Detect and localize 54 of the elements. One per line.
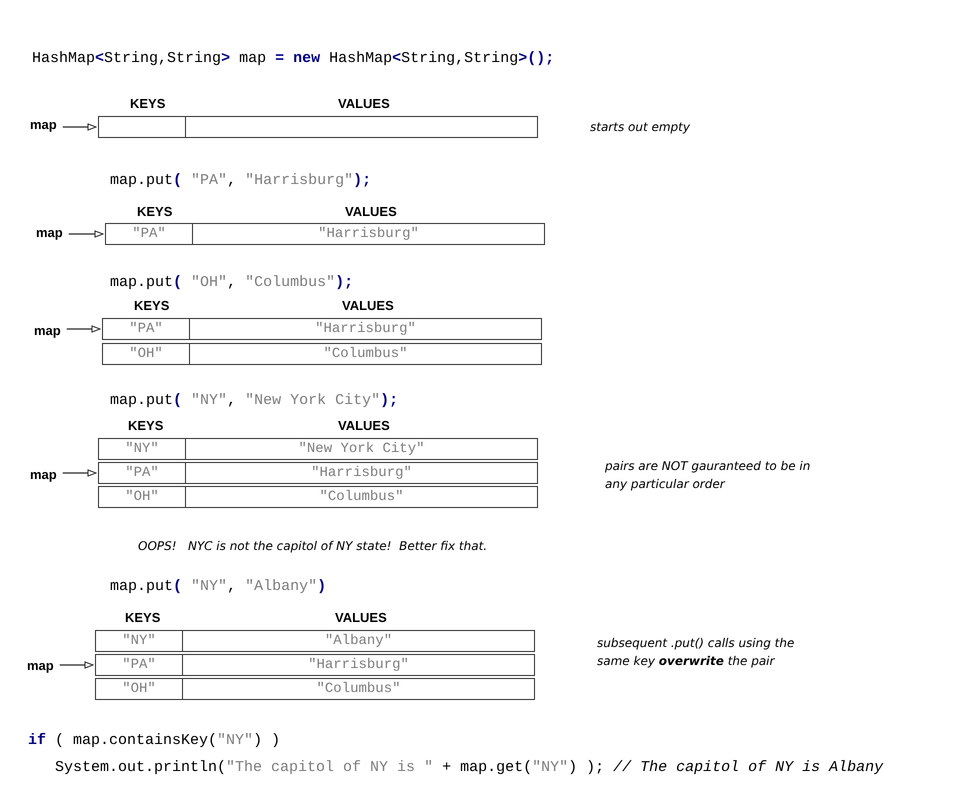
variable-label: map — [36, 225, 63, 240]
arrow — [62, 124, 96, 130]
value-entry: "Albany" — [324, 632, 394, 651]
key-entry: "NY" — [121, 632, 157, 651]
key-entry: "PA" — [128, 320, 164, 339]
code-line: System.out.println("The capitol of NY is " + map.get("NY") ); // The capitol of NY is Albany — [55, 759, 884, 776]
code-line: map.put( "NY", "Albany") — [110, 578, 326, 595]
arrow — [68, 230, 104, 238]
arrow — [66, 326, 100, 332]
key-entry: "PA" — [124, 464, 160, 483]
variable-label: map — [30, 117, 57, 132]
note-text: starts out empty — [590, 120, 690, 134]
arrow — [60, 662, 94, 668]
hash-table — [102, 298, 542, 365]
value-entry: "Columbus" — [322, 345, 408, 364]
value-entry: "New York City" — [297, 440, 426, 459]
column-header: KEYS — [128, 418, 164, 433]
variable-label: map — [27, 658, 54, 673]
column-header: KEYS — [130, 96, 166, 111]
value-entry: "Harrisburg" — [317, 225, 420, 244]
hash-table — [98, 96, 538, 138]
column-header: VALUES — [338, 418, 390, 433]
hash-table — [105, 204, 545, 245]
column-header: KEYS — [137, 204, 172, 219]
value-entry: "Columbus" — [315, 680, 402, 699]
key-entry: "OH" — [128, 345, 164, 364]
note-text: OOPS! NYC is not the capitol of NY state! Better fix that. — [138, 539, 488, 553]
code-line: if ( map.containsKey("NY") ) — [28, 732, 280, 749]
code-line: HashMap<String,String> map = new HashMap<String,String>(); — [32, 50, 554, 67]
value-entry: "Columbus" — [318, 488, 404, 507]
key-entry: "OH" — [121, 680, 157, 699]
arrow — [62, 470, 96, 476]
column-header: VALUES — [345, 204, 397, 219]
note-text: pairs are NOT gauranteed to be in any particular order — [605, 458, 812, 493]
column-header: KEYS — [134, 298, 170, 313]
code-line: map.put( "OH", "Columbus"); — [110, 274, 354, 291]
note-text: subsequent .put() calls using the same key overwrite the pair — [597, 635, 796, 670]
key-entry: "OH" — [124, 488, 160, 507]
key-entry: "NY" — [124, 440, 160, 459]
variable-label: map — [30, 467, 57, 482]
code-line: map.put( "NY", "New York City"); — [110, 392, 398, 409]
value-entry: "Harrisburg" — [307, 656, 410, 675]
hash-table — [95, 610, 535, 700]
value-entry: "Harrisburg" — [314, 320, 417, 339]
value-entry: "Harrisburg" — [310, 464, 413, 483]
column-header: KEYS — [125, 610, 160, 625]
variable-label: map — [34, 323, 61, 338]
hash-table — [98, 418, 538, 508]
key-entry: "PA" — [121, 656, 157, 675]
column-header: VALUES — [342, 298, 394, 313]
key-entry: "PA" — [131, 225, 167, 244]
column-header: VALUES — [335, 610, 387, 625]
code-line: map.put( "PA", "Harrisburg"); — [110, 172, 372, 189]
column-header: VALUES — [338, 96, 390, 111]
